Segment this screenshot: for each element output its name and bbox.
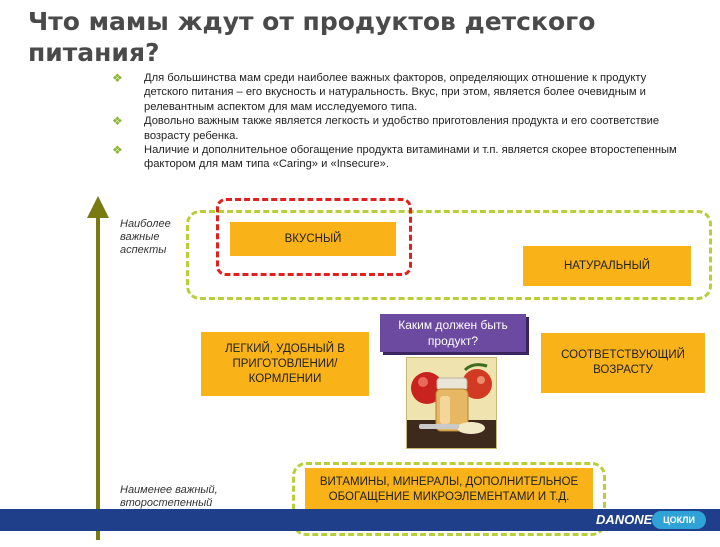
baby-food-jar-image [406, 357, 497, 449]
bullet-item: ❖ Довольно важным также является легкост… [112, 114, 692, 143]
bullet-text: Довольно важным также является легкость … [144, 115, 660, 142]
bullet-text: Наличие и дополнительное обогащение прод… [144, 144, 677, 171]
footer-bar [0, 509, 720, 531]
box-vitamins: ВИТАМИНЫ, МИНЕРАЛЫ, ДОПОЛНИТЕЛЬНОЕ ОБОГА… [305, 468, 593, 512]
most-important-frame [186, 210, 712, 300]
milk-brand-logo: ЦОКЛИ МИЛК [652, 511, 706, 543]
least-important-frame [292, 462, 606, 536]
highlight-frame [216, 198, 412, 276]
box-easy: ЛЕГКИЙ, УДОБНЫЙ В ПРИГОТОВЛЕНИИ/ КОРМЛЕН… [201, 332, 369, 396]
importance-axis [96, 214, 100, 540]
center-question: Каким должен быть продукт? [380, 314, 526, 352]
baby-food-jar-icon [407, 358, 496, 448]
diamond-bullet-icon: ❖ [112, 143, 123, 158]
bullet-text: Для большинства мам среди наиболее важны… [144, 72, 647, 113]
page-title: Что мамы ждут от продуктов детского пита… [28, 7, 596, 67]
bullet-list: ❖ Для большинства мам среди наиболее важ… [112, 71, 692, 172]
axis-top-label: Наиболее важные аспекты [120, 218, 171, 256]
box-natural: НАТУРАЛЬНЫЙ [523, 246, 691, 286]
bullet-item: ❖ Наличие и дополнительное обогащение пр… [112, 143, 692, 172]
diamond-bullet-icon: ❖ [112, 114, 123, 129]
box-tasty: ВКУСНЫЙ [230, 222, 396, 256]
danone-logo: DANONE [596, 512, 653, 527]
bullet-item: ❖ Для большинства мам среди наиболее важ… [112, 71, 692, 114]
diamond-bullet-icon: ❖ [112, 71, 123, 85]
box-age: СООТВЕТСТВУЮЩИЙ ВОЗРАСТУ [541, 333, 705, 393]
arrow-up-icon [87, 196, 109, 218]
